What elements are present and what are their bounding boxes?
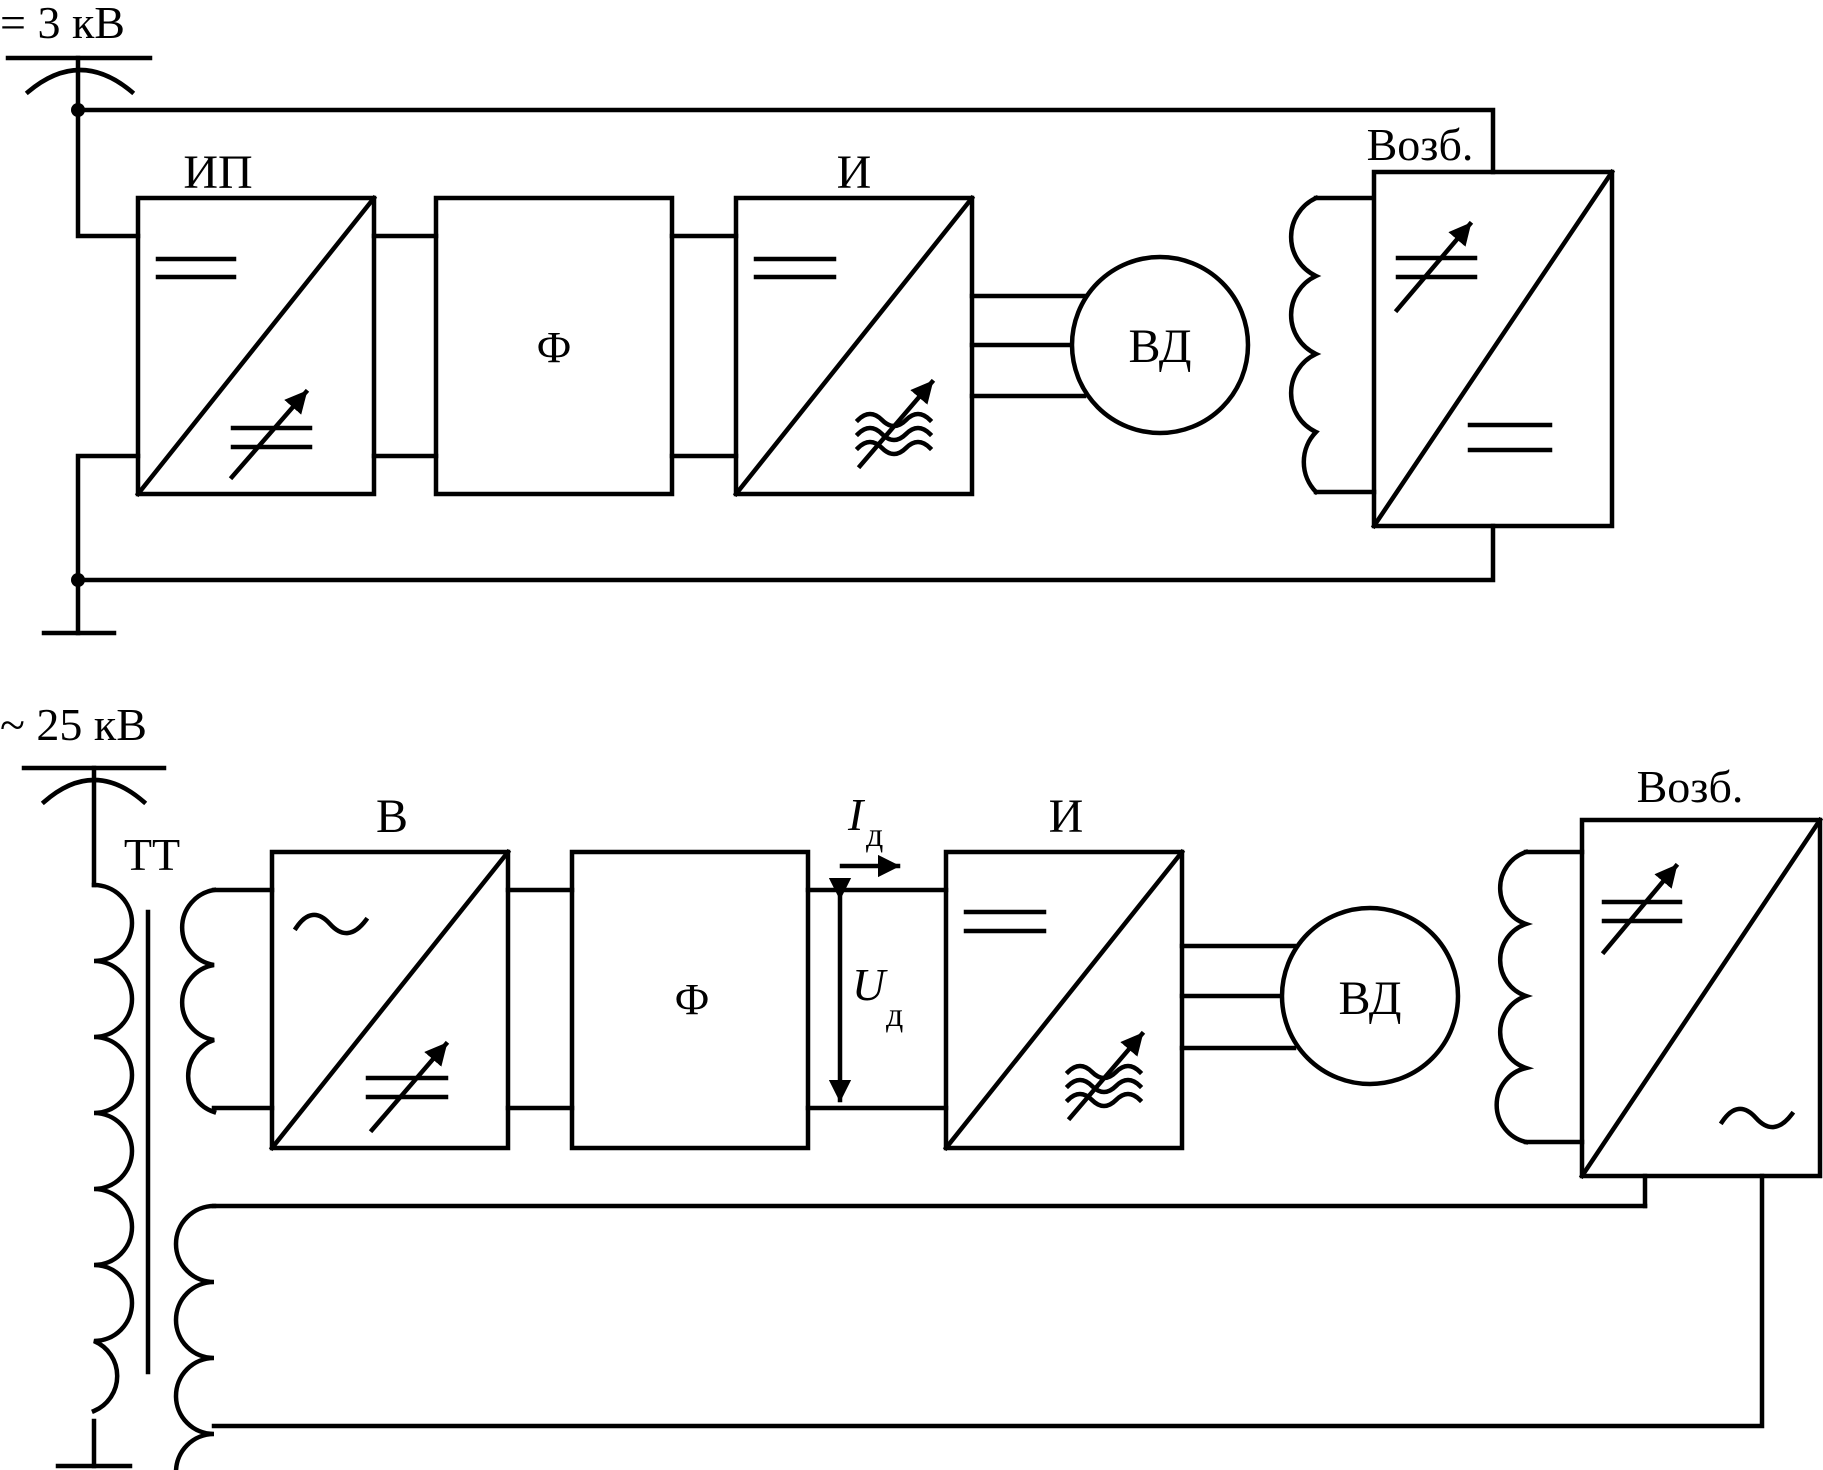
- dc-current-label: I д: [839, 789, 901, 878]
- top-exciter-label: Возб.: [1367, 119, 1474, 170]
- top-supply-label: = 3 кВ: [0, 0, 125, 48]
- bottom-inverter-label: И: [1049, 790, 1084, 843]
- rectifier-label: В: [376, 790, 408, 843]
- svg-text:I: I: [847, 789, 866, 840]
- top-filter-block: Ф: [433, 195, 675, 497]
- top-scheme: = 3 кВ ИП: [0, 0, 1616, 636]
- top-inverter-label: И: [837, 146, 872, 199]
- rectifier-block: В: [268, 790, 512, 1152]
- bottom-scheme: ~ 25 кВ ТТ В: [0, 699, 1823, 1470]
- top-pantograph-icon: [5, 55, 153, 113]
- top-dc-bus-line: [75, 107, 1496, 175]
- bottom-inverter-block: И: [942, 790, 1186, 1152]
- bottom-filter-block: Ф: [569, 849, 811, 1151]
- top-power-supply-block: ИП: [134, 146, 378, 498]
- transformer-primary-winding-icon: [55, 882, 135, 1469]
- top-motor-label: ВД: [1129, 320, 1192, 373]
- top-power-supply-label: ИП: [183, 146, 252, 199]
- bottom-supply-label: ~ 25 кВ: [0, 699, 147, 750]
- transformer-secondary-winding-icon: [179, 887, 275, 1115]
- dc-voltage-subscript: д: [886, 997, 903, 1034]
- dc-voltage-indicator: U д: [828, 877, 903, 1103]
- ac-symbol-icon: [1718, 1106, 1796, 1130]
- top-inverter-block: И: [732, 146, 976, 498]
- bottom-exciter-block: Возб.: [1578, 761, 1823, 1180]
- ac-symbol-icon: [292, 912, 370, 936]
- bottom-field-winding-icon: [1494, 849, 1585, 1145]
- adjustable-ac-symbol-icon: [1064, 1030, 1146, 1122]
- bottom-pantograph-icon: [21, 765, 167, 888]
- top-exciter-block: Возб.: [1367, 119, 1616, 530]
- bottom-exciter-label: Возб.: [1637, 761, 1744, 812]
- top-ground-bus-line: [75, 523, 1496, 583]
- top-filter-label: Ф: [537, 323, 572, 372]
- transformer-label: ТТ: [124, 829, 180, 880]
- bottom-motor-label: ВД: [1339, 972, 1402, 1025]
- top-return-line: [75, 453, 141, 636]
- top-feed-line: [75, 107, 141, 239]
- top-ground-junction-dot: [71, 573, 85, 587]
- transformer-exciter-winding-icon: [173, 1173, 1765, 1470]
- adjustable-ac-symbol-icon: [854, 378, 936, 470]
- dc-voltage-label: U: [852, 959, 888, 1010]
- top-motor: ВД: [1069, 254, 1251, 436]
- svg-text:д: д: [866, 817, 883, 854]
- bottom-motor: ВД: [1279, 905, 1461, 1087]
- bottom-filter-label: Ф: [675, 975, 710, 1024]
- top-field-winding-icon: [1288, 195, 1377, 496]
